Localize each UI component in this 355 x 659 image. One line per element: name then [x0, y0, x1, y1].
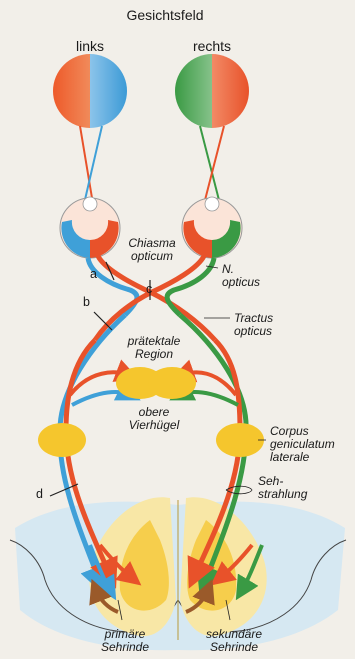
diagram-title: Gesichtsfeld [110, 9, 220, 22]
label-tractus-line2: opticus [234, 325, 272, 338]
ray-right-green [200, 126, 220, 204]
field-left-label: links [60, 40, 120, 53]
branch-left-blue [72, 392, 130, 405]
cortex-background [15, 502, 345, 651]
label-nervus-line2: opticus [222, 276, 260, 289]
label-radiation-line2: strahlung [258, 488, 307, 501]
label-lgn-line3: laterale [270, 451, 309, 464]
label-secondary-line2: Sehrinde [196, 641, 272, 654]
field-right-label: rechts [182, 40, 242, 53]
visual-field-right [175, 54, 249, 128]
label-chiasma-line2: opticum [112, 250, 192, 263]
label-primary-line2: Sehrinde [90, 641, 160, 654]
superior-colliculus-right [148, 367, 196, 399]
marker-d: d [36, 488, 43, 501]
ray-right-red [204, 126, 224, 204]
marker-b: b [83, 296, 90, 309]
marker-c: c [146, 283, 152, 296]
label-colliculi-line2: Vierhügel [112, 419, 196, 432]
marker-a: a [90, 268, 97, 281]
lens-left [83, 197, 97, 211]
lgn-left [38, 423, 86, 457]
label-praetectal-line2: Region [112, 348, 196, 361]
visual-field-left [53, 54, 127, 128]
lens-right [205, 197, 219, 211]
lgn-right [216, 423, 264, 457]
